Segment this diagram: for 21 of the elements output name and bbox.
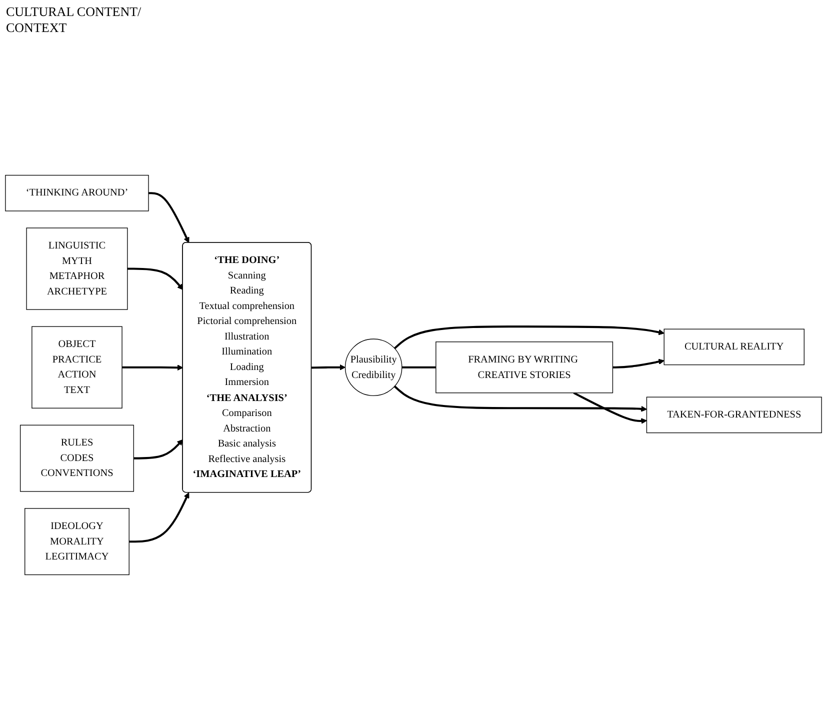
node-circle: Plausibility Credibility	[344, 338, 402, 396]
node-box: RULES CODES CONVENTIONS	[20, 424, 134, 492]
node-box: FRAMING BY WRITING CREATIVE STORIES	[436, 342, 614, 394]
arrow	[127, 268, 184, 290]
arrow	[134, 439, 184, 460]
arrow	[612, 358, 664, 368]
node-box: ‘THINKING AROUND’	[5, 174, 149, 212]
arrow	[573, 392, 647, 424]
note-text: CULTURAL CONTENT/ CONTEXT	[6, 4, 142, 36]
node-box: LINGUISTIC MYTH METAPHOR ARCHETYPE	[26, 228, 128, 310]
arrow	[394, 386, 647, 412]
arrow	[148, 192, 190, 244]
node-box: TAKEN-FOR-GRANTEDNESS	[646, 396, 822, 434]
node-box: IDEOLOGY MORALITY LEGITIMACY	[24, 508, 130, 576]
arrow	[129, 492, 190, 543]
node-box: OBJECT PRACTICE ACTION TEXT	[32, 326, 122, 408]
arrow	[394, 326, 664, 350]
arrow	[122, 364, 184, 371]
connector	[402, 366, 436, 368]
node-box: CULTURAL REALITY	[664, 328, 804, 366]
arrow	[312, 364, 346, 370]
